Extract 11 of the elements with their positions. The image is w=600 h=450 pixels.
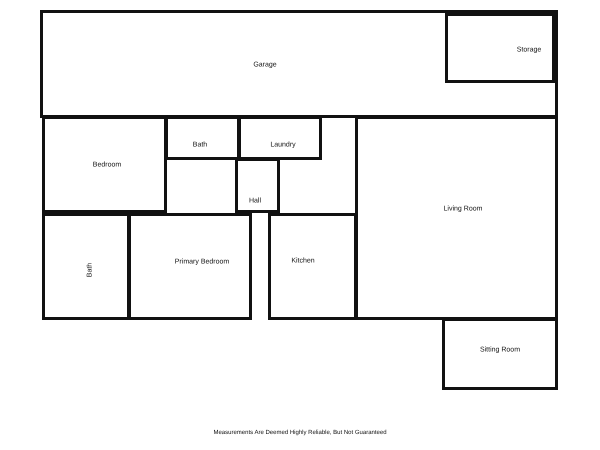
room-outline [40, 10, 558, 118]
room-outline [238, 116, 322, 160]
room-outline [442, 318, 558, 390]
room-outline [42, 116, 167, 213]
room-outline [165, 116, 240, 160]
room-outline [355, 116, 558, 320]
room-outline [128, 213, 252, 320]
room-outline [445, 13, 555, 83]
room-outline [268, 213, 357, 320]
room-outline [235, 158, 280, 213]
room-outline [42, 213, 130, 320]
